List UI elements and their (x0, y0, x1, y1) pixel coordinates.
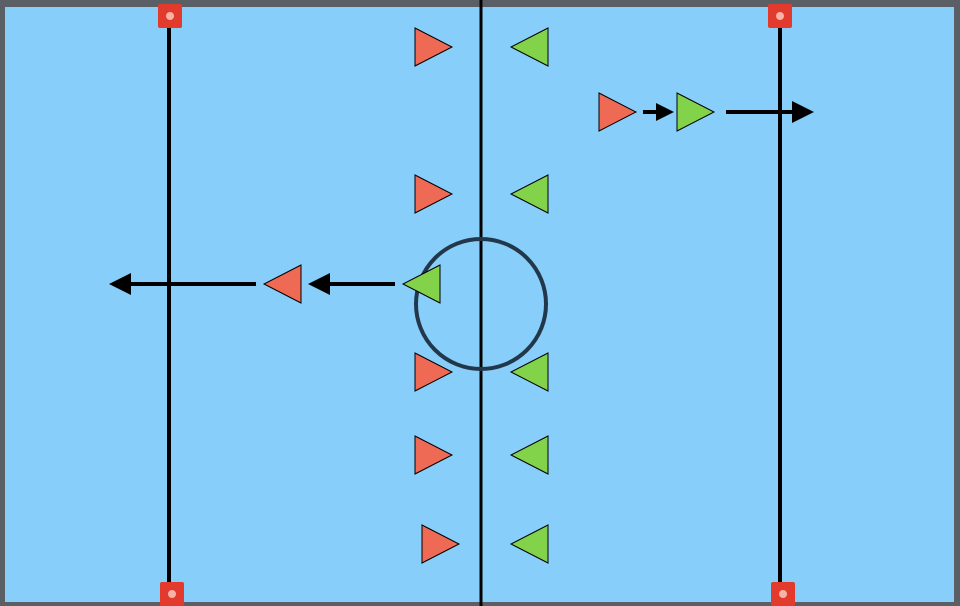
cone-icon (158, 4, 182, 28)
red-player-icon (414, 435, 454, 475)
cone-icon (771, 582, 795, 606)
red-player-icon (598, 92, 638, 132)
cone-icon (768, 4, 792, 28)
run-arrow-icon (109, 273, 256, 295)
center-circle (414, 237, 548, 371)
green-player-icon (509, 174, 549, 214)
green-player-icon (509, 352, 549, 392)
run-arrow-icon (726, 101, 814, 123)
green-player-icon (676, 92, 716, 132)
green-player-icon (401, 264, 441, 304)
green-player-icon (509, 524, 549, 564)
red-player-icon (262, 264, 302, 304)
red-player-icon (414, 352, 454, 392)
cone-icon (160, 582, 184, 606)
run-arrow-icon (308, 273, 395, 295)
red-player-icon (414, 174, 454, 214)
red-player-icon (414, 27, 454, 67)
run-arrow-icon (643, 103, 674, 121)
red-player-icon (421, 524, 461, 564)
green-player-icon (509, 435, 549, 475)
green-player-icon (509, 27, 549, 67)
